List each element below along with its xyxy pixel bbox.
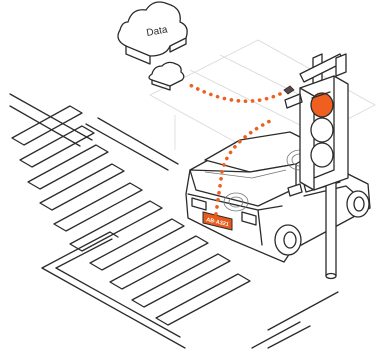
amber-light (310, 117, 334, 143)
traffic-camera-icon (283, 85, 303, 109)
background-wireframe (149, 39, 376, 161)
green-light (310, 142, 334, 168)
license-plate-text: AB·A321 (206, 217, 230, 228)
small-cloud-icon (148, 61, 185, 91)
license-plate: AB·A321 (202, 211, 233, 231)
cloud-icon: Data (117, 1, 188, 65)
data-links (188, 83, 282, 216)
data-link-plate-camera (214, 118, 274, 216)
data-link-camera-cloud (188, 83, 282, 103)
red-light (310, 92, 334, 118)
car: AB·A321 (185, 131, 371, 263)
traffic-light (283, 53, 349, 280)
road-markings (9, 93, 339, 349)
cloud-label: Data (146, 24, 169, 39)
